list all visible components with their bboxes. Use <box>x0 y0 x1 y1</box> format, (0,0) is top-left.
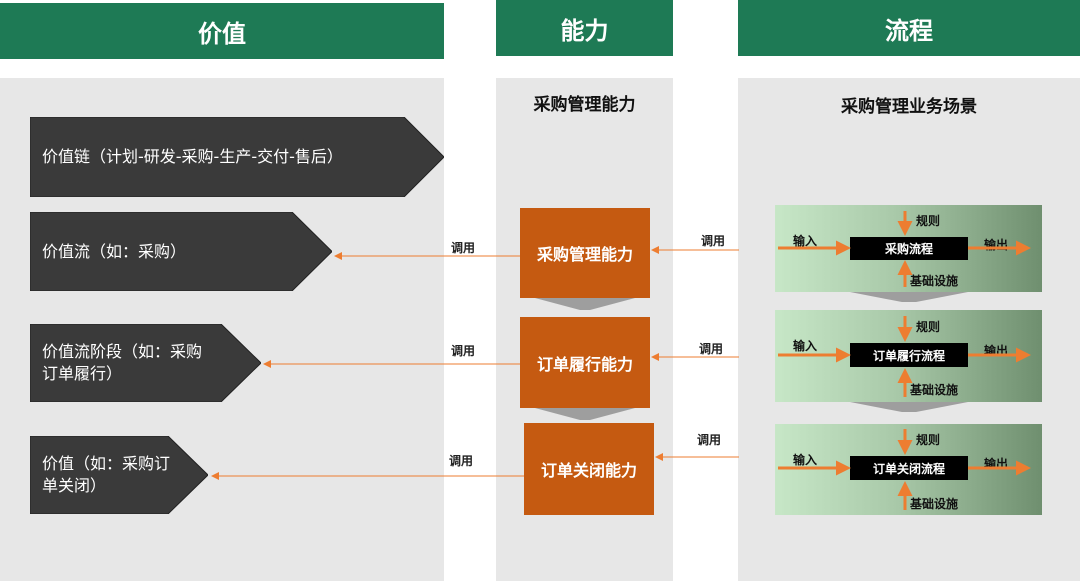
scene-input-label: 输入 <box>793 234 818 248</box>
pentagon-shape <box>30 436 208 514</box>
call-label: 调用 <box>449 454 474 468</box>
header-process: 流程 <box>738 0 1080 56</box>
process-procurement: 采购流程 <box>850 237 968 260</box>
value-stream-stage-shape: 价值流阶段（如：采购 订单履行） <box>30 324 261 402</box>
value-stream-shape: 价值流（如：采购） <box>30 212 332 291</box>
process-subtitle: 采购管理业务场景 <box>841 97 977 117</box>
scene-funnel-1 <box>850 292 968 302</box>
scene-infra-label: 基础设施 <box>910 274 959 288</box>
process-order-fulfillment: 订单履行流程 <box>850 343 968 367</box>
call-label: 调用 <box>697 433 722 447</box>
scene-funnel-2 <box>850 402 968 412</box>
pentagon-shape <box>30 212 332 291</box>
call-label: 调用 <box>699 342 724 356</box>
process-order-closure: 订单关闭流程 <box>850 456 968 480</box>
scene-input-label: 输入 <box>793 339 818 353</box>
call-label: 调用 <box>451 344 476 358</box>
capability-subtitle: 采购管理能力 <box>533 95 636 115</box>
capability-order-fulfillment: 订单履行能力 <box>520 317 650 408</box>
scene-rule-label: 规则 <box>916 214 941 228</box>
value-chain-label: 价值链（计划-研发-采购-生产-交付-售后） <box>42 147 343 167</box>
scene-input-label: 输入 <box>793 453 818 467</box>
scene-infra-label: 基础设施 <box>910 497 959 511</box>
header-value: 价值 <box>0 3 444 59</box>
capability-procurement-mgmt: 采购管理能力 <box>520 208 650 298</box>
call-label: 调用 <box>701 234 726 248</box>
capability-order-closure: 订单关闭能力 <box>524 423 654 515</box>
value-chain-shape: 价值链（计划-研发-采购-生产-交付-售后） <box>30 117 444 197</box>
pentagon-shape <box>30 117 444 197</box>
value-stream-stage-label: 价值流阶段（如：采购 订单履行） <box>42 342 203 383</box>
scene-rule-label: 规则 <box>916 320 941 334</box>
value-label: 价值（如：采购订 单关闭） <box>42 454 171 495</box>
pentagon-shape <box>30 324 261 402</box>
value-shape: 价值（如：采购订 单关闭） <box>30 436 208 514</box>
value-stream-label: 价值流（如：采购） <box>42 241 187 261</box>
header-capability: 能力 <box>496 0 673 56</box>
scene-infra-label: 基础设施 <box>910 383 959 397</box>
scene-rule-label: 规则 <box>916 433 941 447</box>
call-label: 调用 <box>451 241 476 255</box>
